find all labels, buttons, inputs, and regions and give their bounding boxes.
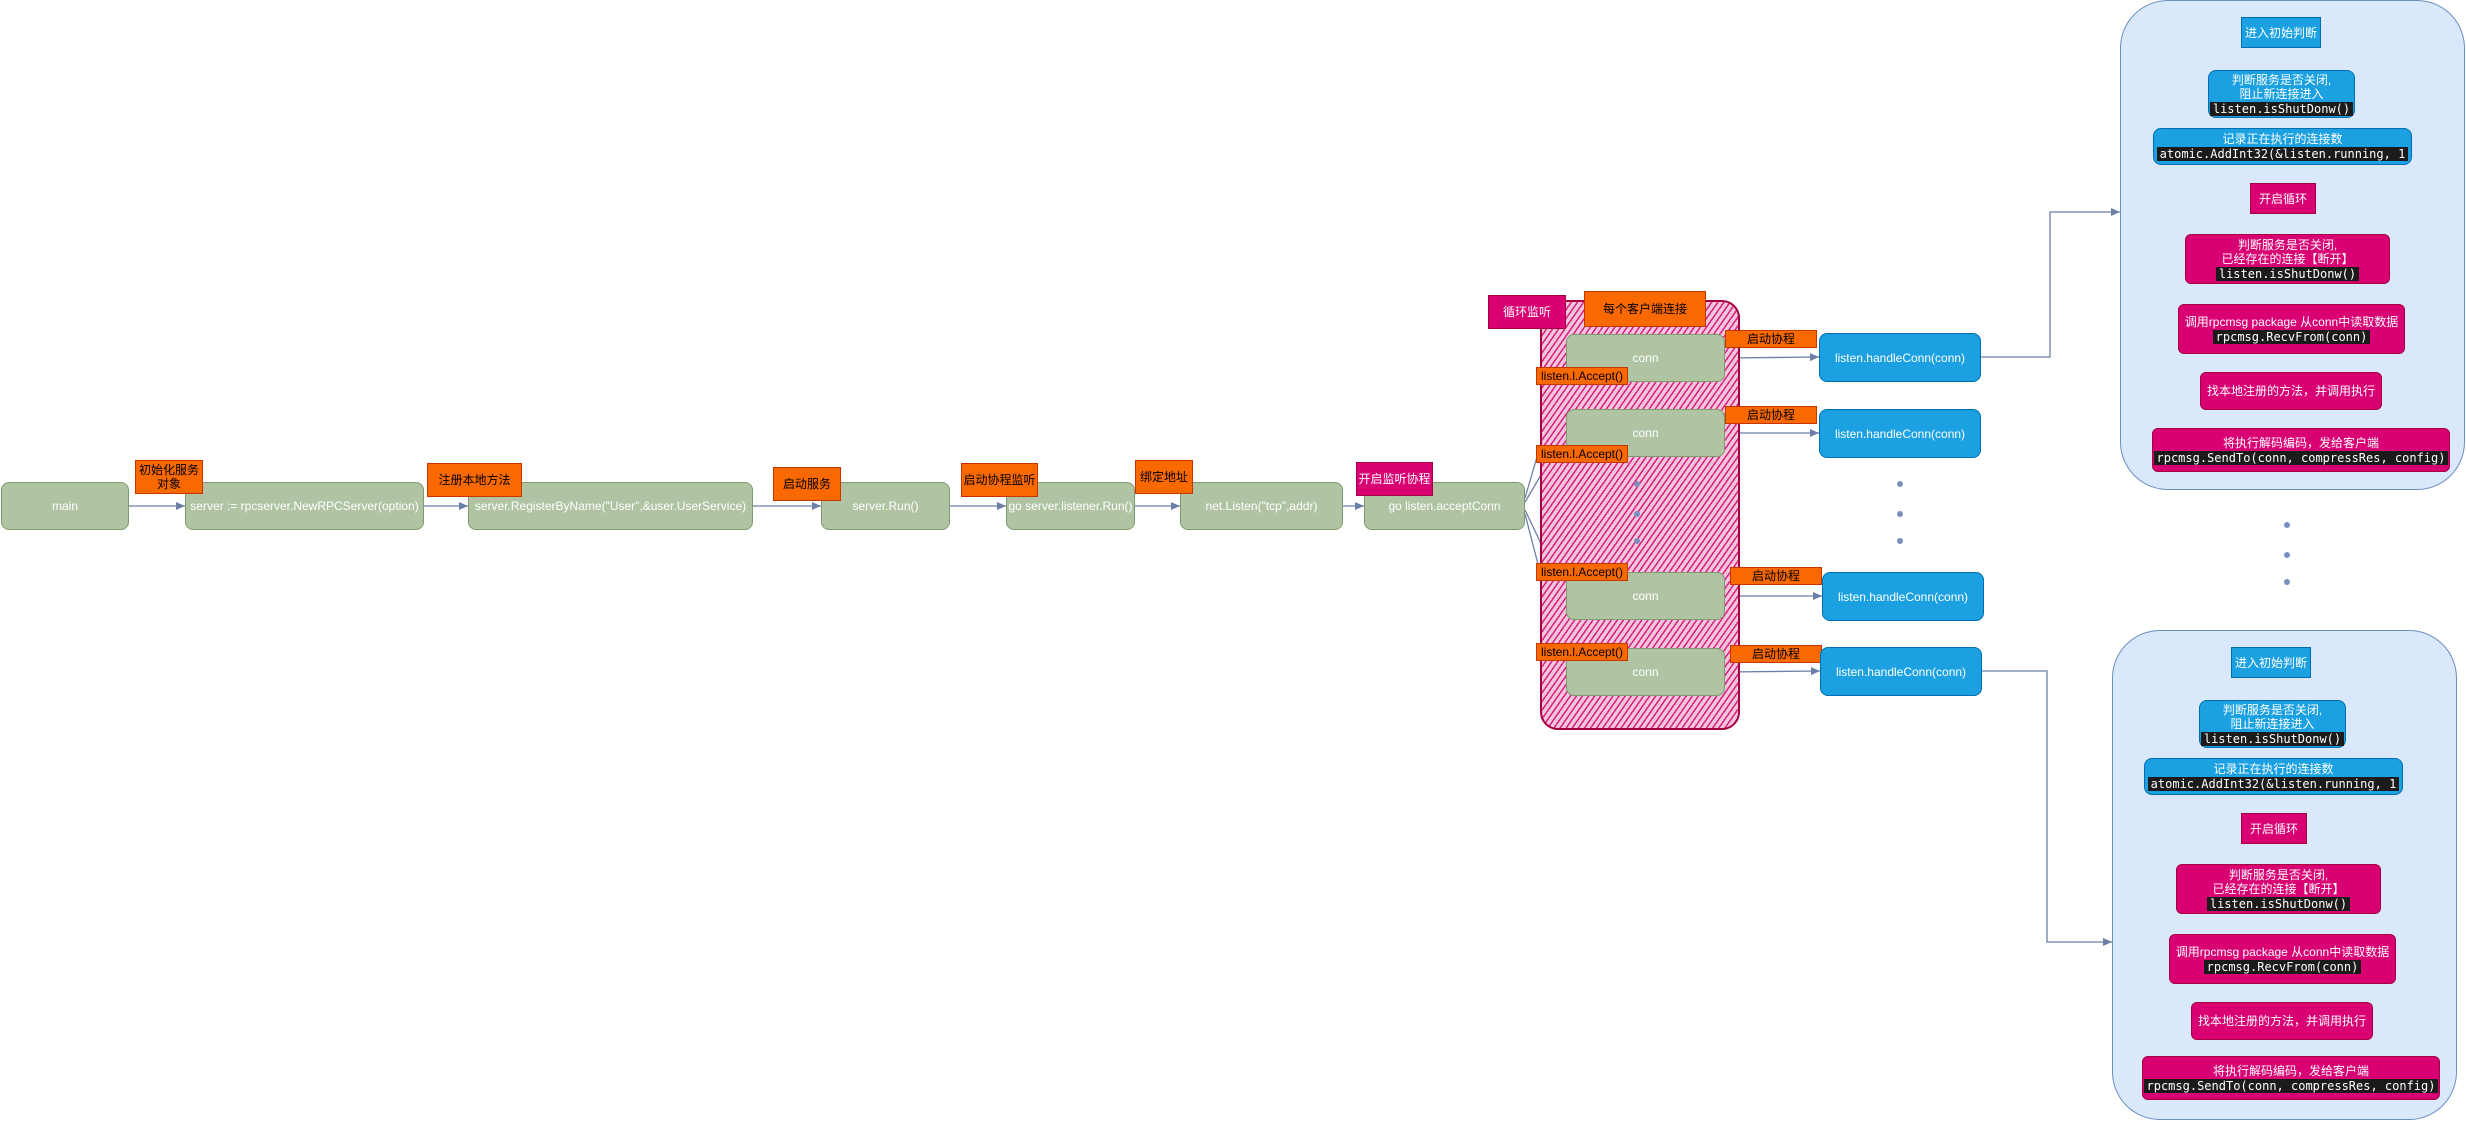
- bottom-record-running-code: atomic.AddInt32(&listen.running, 1: [2147, 777, 2400, 791]
- handle-ellipsis-dot-2: [1897, 511, 1903, 517]
- bottom-read-msg: 调用rpcmsg package 从conn中读取数据 rpcmsg.RecvF…: [2169, 934, 2396, 984]
- panel-ellipsis-dot-3: [2284, 579, 2290, 585]
- handle-ellipsis-dot-1: [1897, 481, 1903, 487]
- top-check-existing-line2: 已经存在的连接【断开】: [2221, 251, 2354, 266]
- open-listen-goroutine-label: 开启监听协程: [1356, 462, 1433, 496]
- accept-label-2: listen.l.Accept(): [1536, 445, 1628, 463]
- top-send-response-line: 将执行解码编码，发给客户端: [2222, 435, 2379, 450]
- bottom-send-response-line: 将执行解码编码，发给客户端: [2212, 1063, 2369, 1078]
- bottom-send-response: 将执行解码编码，发给客户端 rpcmsg.SendTo(conn, compre…: [2142, 1056, 2440, 1100]
- top-send-response-code: rpcmsg.SendTo(conn, compressRes, config): [2153, 450, 2449, 465]
- arrow-conn-1-to-handle: [1724, 353, 1820, 362]
- top-read-msg-code: rpcmsg.RecvFrom(conn): [2212, 329, 2371, 344]
- top-check-closed-line2: 阻止新连接进入: [2239, 86, 2324, 101]
- bottom-record-running-line: 记录正在执行的连接数: [2213, 762, 2334, 776]
- bottom-check-existing-line1: 判断服务是否关闭,: [2228, 867, 2329, 882]
- bottom-check-existing-code: listen.isShutDonw(): [2206, 896, 2351, 911]
- handle-conn-node-2: listen.handleConn(conn): [1819, 409, 1981, 458]
- bottom-check-closed-line2: 阻止新连接进入: [2230, 716, 2315, 731]
- new-server-node: server := rpcserver.NewRPCServer(option): [185, 482, 424, 530]
- bottom-read-msg-line: 调用rpcmsg package 从conn中读取数据: [2175, 944, 2390, 959]
- start-service-label: 启动服务: [773, 467, 841, 501]
- bottom-check-existing: 判断服务是否关闭, 已经存在的连接【断开】 listen.isShutDonw(…: [2176, 864, 2381, 914]
- start-goroutine-label-3: 启动协程: [1730, 567, 1822, 585]
- bind-addr-label: 绑定地址: [1135, 460, 1193, 494]
- net-listen-node: net.Listen("tcp",addr): [1180, 482, 1343, 530]
- top-find-method: 找本地注册的方法，并调用执行: [2200, 372, 2382, 410]
- bottom-find-method: 找本地注册的方法，并调用执行: [2191, 1002, 2373, 1040]
- arrow-handle-to-top-panel: [1981, 208, 2120, 358]
- bottom-check-existing-line2: 已经存在的连接【断开】: [2212, 881, 2345, 896]
- accept-label-1: listen.l.Accept(): [1536, 367, 1628, 385]
- bottom-read-msg-code: rpcmsg.RecvFrom(conn): [2203, 959, 2362, 974]
- conn-ellipsis-dot-3: [1634, 538, 1640, 544]
- handle-ellipsis-dot-3: [1897, 538, 1903, 544]
- conn-ellipsis-dot-1: [1634, 481, 1640, 487]
- top-check-existing-line1: 判断服务是否关闭,: [2237, 237, 2338, 252]
- per-client-label: 每个客户端连接: [1584, 291, 1706, 327]
- init-label: 初始化服务对象: [135, 460, 203, 494]
- top-check-closed: 判断服务是否关闭, 阻止新连接进入 listen.isShutDonw(): [2208, 70, 2355, 118]
- top-read-msg-line: 调用rpcmsg package 从conn中读取数据: [2184, 314, 2399, 329]
- top-check-closed-code: listen.isShutDonw(): [2209, 101, 2354, 116]
- bottom-check-closed: 判断服务是否关闭, 阻止新连接进入 listen.isShutDonw(): [2199, 700, 2346, 748]
- conn-ellipsis-dot-2: [1634, 511, 1640, 517]
- handle-conn-node-3: listen.handleConn(conn): [1822, 572, 1984, 621]
- arrow-conn-4-to-handle: [1724, 667, 1821, 676]
- accept-label-3: listen.l.Accept(): [1536, 563, 1628, 581]
- accept-label-4: listen.l.Accept(): [1536, 643, 1628, 661]
- bottom-record-running: 记录正在执行的连接数 atomic.AddInt32(&listen.runni…: [2144, 758, 2403, 795]
- top-check-closed-line1: 判断服务是否关闭,: [2231, 72, 2332, 87]
- handle-conn-node-1: listen.handleConn(conn): [1819, 333, 1981, 382]
- bottom-send-response-code: rpcmsg.SendTo(conn, compressRes, config): [2143, 1078, 2439, 1093]
- top-record-running-line: 记录正在执行的连接数: [2222, 132, 2343, 146]
- server-run-node: server.Run(): [821, 482, 950, 530]
- register-node: server.RegisterByName("User",&user.UserS…: [468, 482, 753, 530]
- top-send-response: 将执行解码编码，发给客户端 rpcmsg.SendTo(conn, compre…: [2152, 428, 2450, 472]
- top-read-msg: 调用rpcmsg package 从conn中读取数据 rpcmsg.RecvF…: [2178, 304, 2405, 354]
- top-record-running-code: atomic.AddInt32(&listen.running, 1: [2156, 147, 2409, 161]
- register-label: 注册本地方法: [427, 463, 522, 497]
- panel-ellipsis-dot-1: [2284, 522, 2290, 528]
- top-record-running: 记录正在执行的连接数 atomic.AddInt32(&listen.runni…: [2153, 128, 2412, 165]
- start-goroutine-label-1: 启动协程: [1725, 330, 1817, 348]
- main-node: main: [1, 482, 129, 530]
- arrow-handle-to-bottom-panel: [1981, 670, 2112, 946]
- start-listen-goroutine-label: 启动协程监听: [961, 463, 1038, 497]
- top-check-existing: 判断服务是否关闭, 已经存在的连接【断开】 listen.isShutDonw(…: [2185, 234, 2390, 284]
- top-loop-start: 开启循环: [2250, 183, 2316, 214]
- start-goroutine-label-4: 启动协程: [1730, 645, 1822, 663]
- top-check-existing-code: listen.isShutDonw(): [2215, 266, 2360, 281]
- bottom-loop-start: 开启循环: [2241, 813, 2307, 844]
- start-goroutine-label-2: 启动协程: [1725, 406, 1817, 424]
- top-enter-check: 进入初始判断: [2241, 17, 2321, 48]
- bottom-enter-check: 进入初始判断: [2231, 647, 2311, 678]
- handle-conn-node-4: listen.handleConn(conn): [1820, 647, 1982, 696]
- loop-listen-label: 循环监听: [1488, 295, 1566, 329]
- bottom-check-closed-line1: 判断服务是否关闭,: [2222, 702, 2323, 717]
- bottom-check-closed-code: listen.isShutDonw(): [2200, 731, 2345, 746]
- panel-ellipsis-dot-2: [2284, 552, 2290, 558]
